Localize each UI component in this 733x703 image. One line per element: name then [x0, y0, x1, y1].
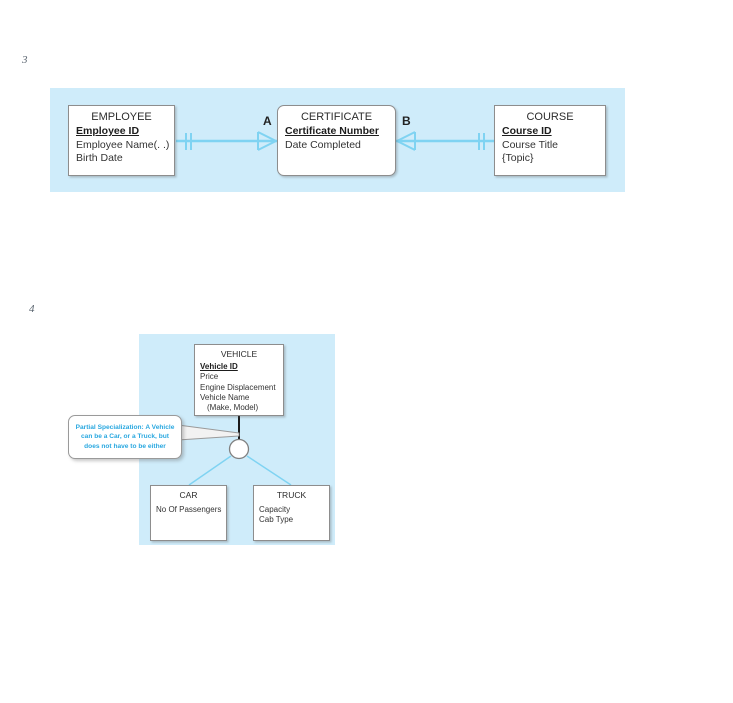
entity-vehicle-attribute-pk: Vehicle ID	[200, 362, 238, 371]
entity-vehicle-attribute-2: Engine Displacement	[200, 382, 276, 392]
figure-number-4: 4	[29, 303, 35, 315]
entity-car-title: CAR	[179, 490, 198, 500]
entity-employee[interactable]: EMPLOYEE Employee ID Employee Name(. .) …	[68, 105, 175, 176]
entity-course[interactable]: COURSE Course ID Course Title {Topic}	[494, 105, 606, 176]
entity-certificate-title: CERTIFICATE	[300, 111, 373, 123]
entity-truck-attribute-1: Cab Type	[259, 515, 294, 525]
entity-truck-title: TRUCK	[276, 490, 307, 500]
subtype-line-car	[188, 455, 232, 486]
entity-employee-title: EMPLOYEE	[91, 111, 152, 123]
entity-certificate-attribute-pk: Certificate Number	[285, 125, 379, 137]
entity-vehicle-title: VEHICLE	[220, 349, 258, 359]
entity-employee-attribute-2: Birth Date	[76, 152, 123, 164]
relationship-label-a: A	[263, 114, 272, 128]
entity-employee-attribute-pk: Employee ID	[76, 125, 140, 137]
entity-vehicle-attribute-1: Price	[200, 372, 219, 382]
entity-vehicle-attribute-3: Vehicle Name	[200, 392, 250, 402]
entity-employee-attribute-1: Employee Name(. .)	[76, 138, 170, 151]
entity-certificate-attribute-1: Date Completed	[285, 138, 361, 151]
callout-pointer	[177, 424, 240, 441]
entity-course-attribute-2: {Topic}	[502, 152, 534, 164]
relationship-label-b: B	[402, 114, 411, 128]
partial-specialization-callout-text: Partial Specialization: A Vehicle can be…	[75, 424, 175, 450]
entity-truck[interactable]: TRUCK Capacity Cab Type	[253, 485, 330, 541]
crows-foot-a	[257, 131, 277, 151]
subtype-line-truck	[246, 455, 292, 486]
entity-course-attribute-pk: Course ID	[502, 125, 552, 137]
specialization-circle-icon	[228, 438, 250, 460]
figure-number-3: 3	[22, 54, 28, 66]
entity-car[interactable]: CAR No Of Passengers	[150, 485, 227, 541]
entity-course-attribute-1: Course Title	[502, 138, 559, 151]
entity-certificate[interactable]: CERTIFICATE Certificate Number Date Comp…	[277, 105, 396, 176]
entity-vehicle-attribute-4: (Make, Model)	[207, 403, 259, 413]
entity-vehicle[interactable]: VEHICLE Vehicle ID Price Engine Displace…	[194, 344, 284, 416]
partial-specialization-callout[interactable]: Partial Specialization: A Vehicle can be…	[68, 415, 182, 459]
crows-foot-b	[396, 131, 416, 151]
entity-truck-attribute-0: Capacity	[259, 505, 291, 514]
entity-car-attribute-0: No Of Passengers	[156, 505, 222, 514]
entity-course-title: COURSE	[526, 111, 574, 123]
